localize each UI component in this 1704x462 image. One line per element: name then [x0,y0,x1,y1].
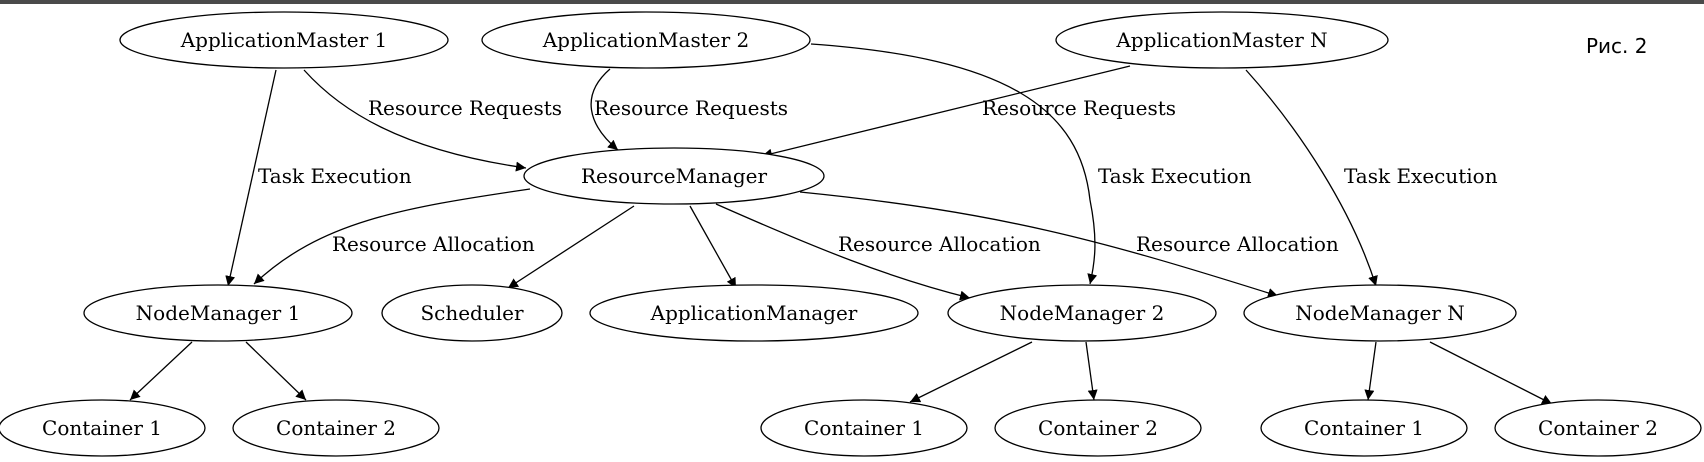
node-label: ApplicationMaster 1 [180,28,388,52]
edge-label-am2-rm: Resource Requests [594,96,788,120]
edge-rm-nmn [799,191,1279,298]
edge-nmn-cn2 [1429,341,1553,405]
edge-label-am1-nm1: Task Execution [258,164,412,188]
node-application-master-1: ApplicationMaster 1 [119,11,449,69]
edge-amn-rm [761,65,1131,159]
nodes: ApplicationMaster 1 ApplicationMaster 2 … [0,11,1702,457]
edge-nm1-c12 [245,341,307,401]
node-label: ResourceManager [581,164,768,188]
edge-labels: Resource Requests Task Execution Resourc… [258,96,1498,256]
node-nm2-container-2: Container 2 [994,399,1202,457]
node-node-manager-1: NodeManager 1 [83,284,353,342]
edges [129,43,1553,405]
node-node-manager-n: NodeManager N [1243,284,1517,342]
node-label: NodeManager 2 [1000,301,1165,325]
node-label: Container 2 [276,416,396,440]
node-nmn-container-2: Container 2 [1494,399,1702,457]
figure-label: Рис. 2 [1586,34,1648,58]
edge-label-rm-nm2: Resource Allocation [838,232,1041,256]
edge-nmn-cn1 [1364,341,1377,401]
edge-rm-scheduler [507,205,635,289]
node-label: NodeManager 1 [136,301,301,325]
edge-am2-rm [590,68,619,151]
window-top-bar [0,0,1704,4]
node-label: Container 1 [42,416,162,440]
node-label: Container 2 [1538,416,1658,440]
edge-nm2-c21 [909,341,1033,403]
node-label: ApplicationMaster 2 [542,28,750,52]
node-label: ApplicationManager [650,301,858,325]
node-label: NodeManager N [1295,301,1464,325]
node-resource-manager: ResourceManager [523,147,825,205]
edge-rm-nm1 [253,188,531,285]
edge-nm2-c22 [1085,341,1098,401]
node-application-master-2: ApplicationMaster 2 [481,11,811,69]
edge-am2-nm2 [810,43,1098,285]
edge-label-rm-nm1: Resource Allocation [332,232,535,256]
node-nm2-container-1: Container 1 [760,399,968,457]
edge-amn-nmn [1245,69,1378,287]
node-label: Container 1 [804,416,924,440]
node-application-master-n: ApplicationMaster N [1055,11,1389,69]
node-label: Container 2 [1038,416,1158,440]
edge-rm-appmgr [689,205,737,289]
edge-am1-nm1 [225,69,277,287]
node-nm1-container-2: Container 2 [232,399,440,457]
node-nmn-container-1: Container 1 [1260,399,1468,457]
edge-label-amn-rm: Resource Requests [982,96,1176,120]
edge-label-am2-nm2: Task Execution [1098,164,1252,188]
edge-label-am1-rm: Resource Requests [368,96,562,120]
node-application-manager: ApplicationManager [589,284,919,342]
node-node-manager-2: NodeManager 2 [947,284,1217,342]
edge-am1-rm [303,69,527,172]
edge-label-amn-nmn: Task Execution [1344,164,1498,188]
node-scheduler: Scheduler [381,284,563,342]
node-label: ApplicationMaster N [1115,28,1327,52]
edge-label-rm-nmn: Resource Allocation [1136,232,1339,256]
node-label: Scheduler [420,301,524,325]
node-nm1-container-1: Container 1 [0,399,206,457]
node-label: Container 1 [1304,416,1424,440]
edge-rm-nm2 [715,203,971,301]
edge-nm1-c11 [129,341,193,401]
